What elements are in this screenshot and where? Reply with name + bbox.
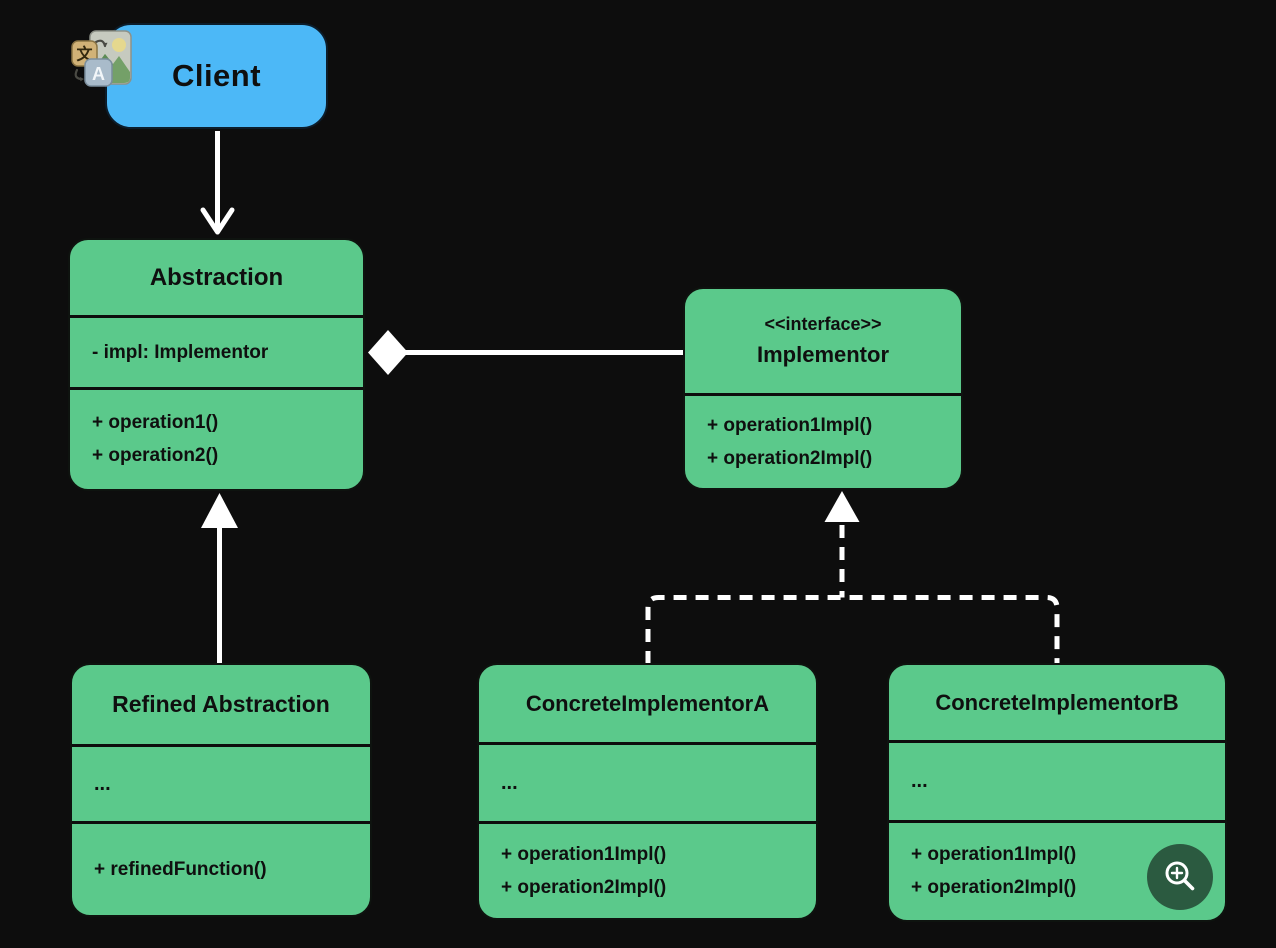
class-title: Abstraction <box>149 263 284 291</box>
class-stereotype: <<interface>> <box>764 314 882 334</box>
edge-refined-to-abstraction <box>201 493 238 663</box>
svg-text:A: A <box>92 64 105 84</box>
edge-client-to-abstraction <box>200 131 235 235</box>
edge-abstraction-to-implementor <box>368 330 684 375</box>
class-title: Client <box>171 58 262 93</box>
class-method: + refinedFunction() <box>94 858 267 880</box>
open-arrowhead-icon <box>200 207 235 235</box>
class-method: + operation1Impl() <box>911 844 1077 866</box>
node-implementor: <<interface>> Implementor + operation1Im… <box>683 287 963 490</box>
class-title: Refined Abstraction <box>112 691 330 717</box>
node-client: Client <box>105 23 328 129</box>
class-method: + operation2() <box>92 445 219 466</box>
edge-concrete-to-implementor <box>645 491 1060 664</box>
node-refined-abstraction: Refined Abstraction ... + refinedFunctio… <box>70 663 372 917</box>
aggregation-diamond-icon <box>368 330 408 375</box>
class-method: + operation2Impl() <box>501 876 667 898</box>
class-method: + operation1() <box>92 412 219 434</box>
class-attribute: ... <box>94 772 111 795</box>
class-title: Implementor <box>756 342 890 367</box>
inheritance-triangle-icon <box>201 493 238 528</box>
class-attribute: - impl: Implementor <box>92 341 269 363</box>
class-title: ConcreteImplementorB <box>935 689 1179 715</box>
class-attribute: ... <box>501 771 518 794</box>
class-method: + operation1Impl() <box>501 843 667 865</box>
realization-triangle-icon <box>824 491 860 522</box>
translate-image-icon[interactable]: 文 A <box>68 28 134 88</box>
class-method: + operation2Impl() <box>911 877 1077 898</box>
translate-icon: 文 A <box>71 39 113 87</box>
class-attribute: ... <box>911 770 928 792</box>
zoom-in-button[interactable] <box>1147 844 1213 910</box>
node-abstraction: Abstraction - impl: Implementor + operat… <box>68 238 365 491</box>
node-concrete-implementor-a: ConcreteImplementorA ... + operation1Imp… <box>477 663 818 920</box>
magnifier-plus-icon <box>1165 861 1195 891</box>
class-method: + operation2Impl() <box>707 447 873 469</box>
class-title: ConcreteImplementorA <box>525 690 770 716</box>
class-method: + operation1Impl() <box>707 414 873 436</box>
